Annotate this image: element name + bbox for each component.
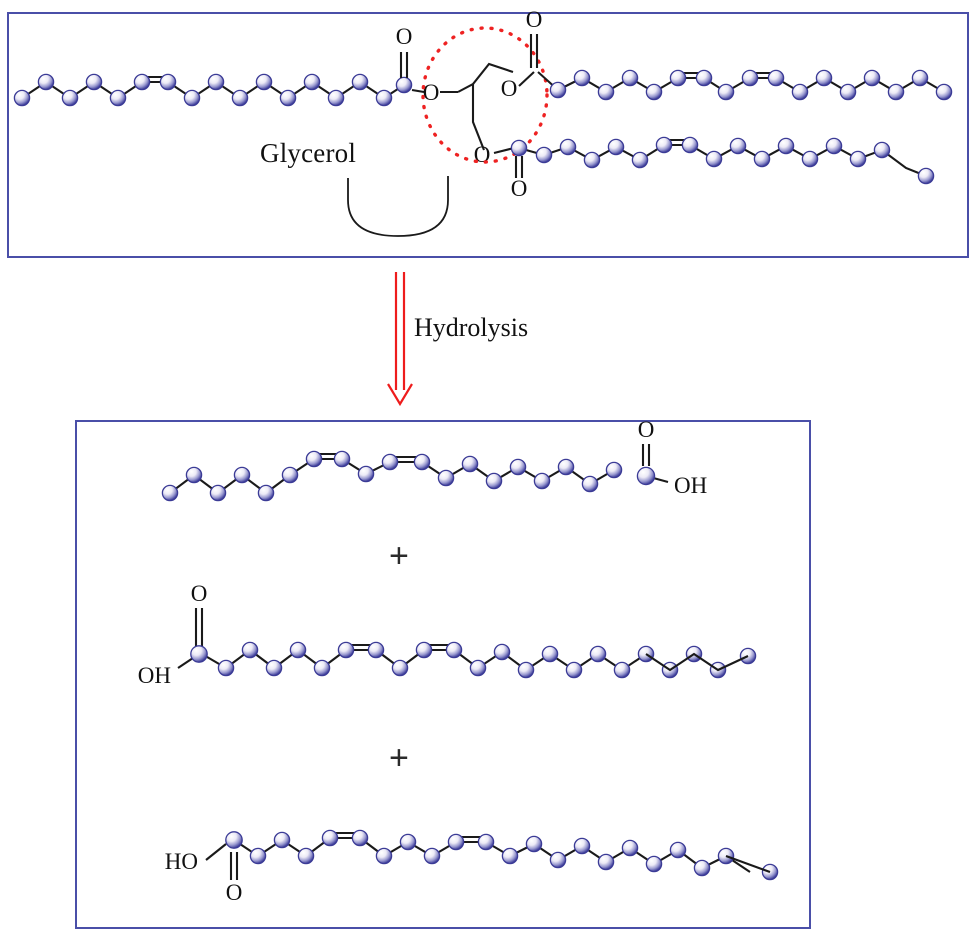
reactant-panel bbox=[7, 12, 969, 258]
hydrolysis-label: Hydrolysis bbox=[414, 313, 529, 342]
glycerol-label: Glycerol bbox=[260, 138, 357, 168]
hydrolysis-arrow bbox=[387, 272, 413, 407]
products-panel bbox=[75, 420, 811, 929]
plus-operator-2: + bbox=[389, 739, 409, 777]
plus-operator-1: + bbox=[389, 537, 409, 575]
